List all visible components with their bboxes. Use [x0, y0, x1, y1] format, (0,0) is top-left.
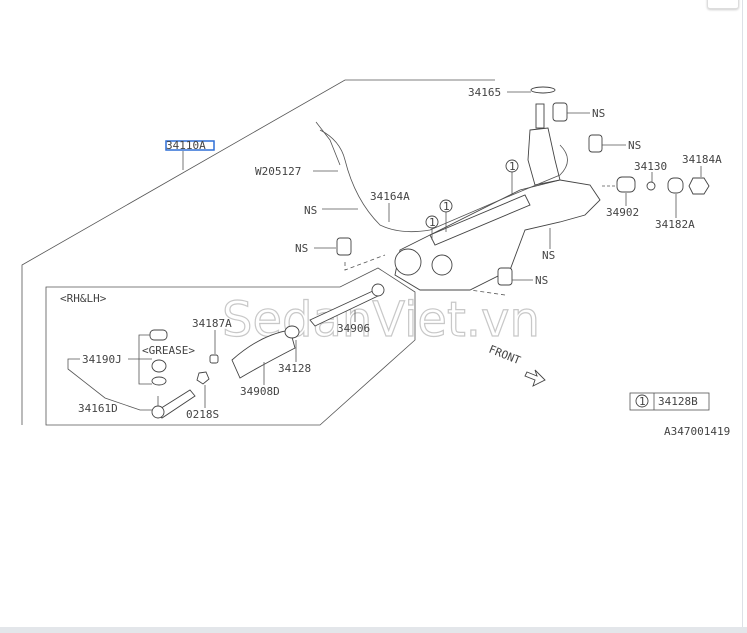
- legend-part[interactable]: 34128B: [658, 395, 698, 408]
- part-label-34110A[interactable]: 34110A: [166, 139, 206, 152]
- corner-button[interactable]: [707, 0, 739, 9]
- callout-markers: 1 1 1: [425, 159, 519, 240]
- bottom-bar: [0, 627, 747, 633]
- part-label-34165[interactable]: 34165: [468, 86, 501, 99]
- scrollbar[interactable]: [742, 0, 743, 627]
- legend-symbol: 1: [639, 395, 646, 408]
- steering-rack-illustration: [149, 86, 710, 419]
- front-arrow-icon: [524, 369, 546, 387]
- part-label-ns: NS: [295, 242, 308, 255]
- part-label-34161D[interactable]: 34161D: [78, 402, 118, 415]
- rh-lh-note: <RH&LH>: [60, 292, 107, 305]
- part-label-ns: NS: [304, 204, 317, 217]
- grease-note: <GREASE>: [142, 344, 195, 357]
- part-label-34908D[interactable]: 34908D: [240, 385, 280, 398]
- part-label-34182A[interactable]: 34182A: [655, 218, 695, 231]
- part-label-34190J[interactable]: 34190J: [82, 353, 122, 366]
- legend-box: [629, 392, 710, 411]
- part-label-W205127[interactable]: W205127: [255, 165, 301, 178]
- part-label-ns: NS: [535, 274, 548, 287]
- part-label-34184A[interactable]: 34184A: [682, 153, 722, 166]
- svg-text:1: 1: [443, 200, 450, 213]
- diagram-id: A347001419: [664, 425, 730, 438]
- part-label-34902[interactable]: 34902: [606, 206, 639, 219]
- svg-text:1: 1: [509, 160, 516, 173]
- part-label-ns: NS: [592, 107, 605, 120]
- part-label-ns: NS: [542, 249, 555, 262]
- assembly-outline: [21, 79, 495, 425]
- part-label-34128[interactable]: 34128: [278, 362, 311, 375]
- part-label-0218S[interactable]: 0218S: [186, 408, 219, 421]
- part-label-34130[interactable]: 34130: [634, 160, 667, 173]
- selected-part-highlight: [165, 140, 215, 151]
- part-label-34187A[interactable]: 34187A: [192, 317, 232, 330]
- part-label-34906[interactable]: 34906: [337, 322, 370, 335]
- part-label-ns: NS: [628, 139, 641, 152]
- part-label-34164A[interactable]: 34164A: [370, 190, 410, 203]
- svg-text:1: 1: [429, 216, 436, 229]
- tie-rod-group-outline: [45, 267, 416, 426]
